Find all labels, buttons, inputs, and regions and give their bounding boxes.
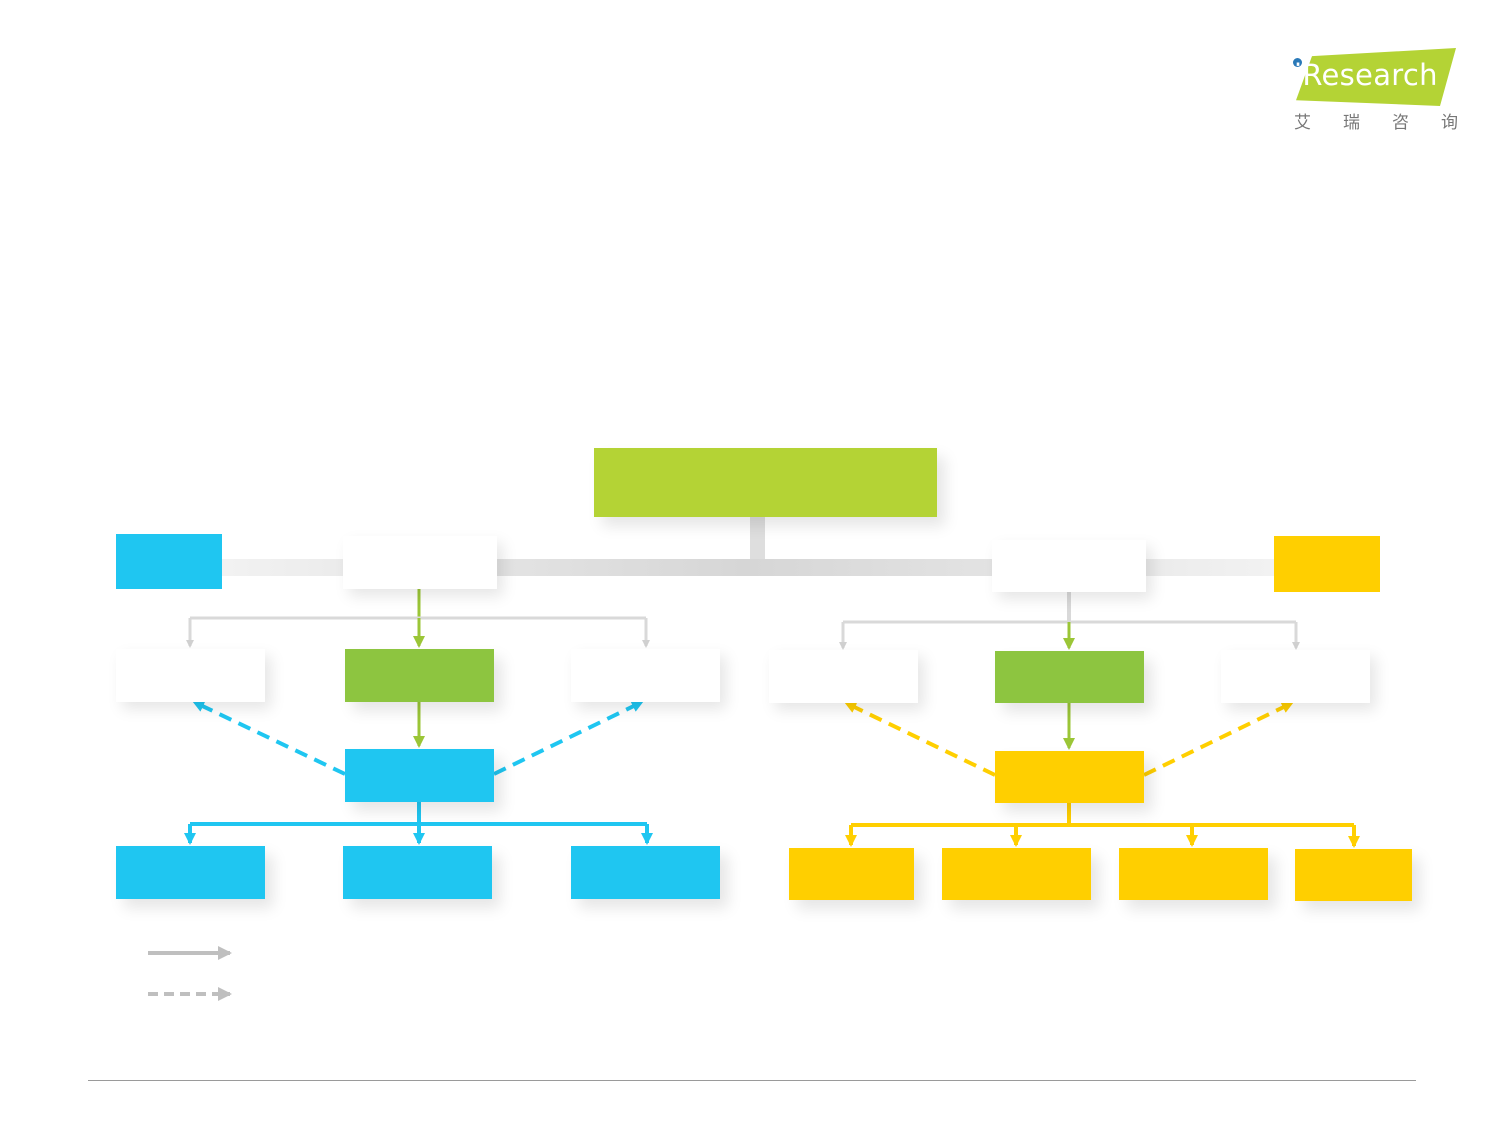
iresearch-logo: iResearch 艾 瑞 咨 询 [1288, 46, 1460, 136]
root-node [594, 448, 937, 517]
logo-dot [1293, 58, 1302, 67]
right-dashed-arrows [844, 701, 1294, 777]
right-output-node [1119, 848, 1268, 900]
left-output-node [571, 846, 720, 899]
right-output-connectors [845, 803, 1360, 848]
left-output-node [343, 846, 492, 899]
left-level1-node [116, 649, 265, 702]
right-hub-node [992, 540, 1146, 592]
right-level1-node [769, 650, 918, 703]
left-side-tag [116, 534, 222, 589]
left-hub-node [343, 536, 497, 589]
left-level1-node [571, 649, 720, 702]
left-output-connectors [184, 802, 653, 845]
logo-subtitle-char: 咨 [1392, 113, 1409, 133]
right-output-node [1295, 849, 1412, 901]
left-dashed-arrows [192, 700, 644, 776]
left-output-node [116, 846, 265, 899]
right-core-node [995, 751, 1144, 803]
logo-text: iResearch [1294, 58, 1438, 92]
legend-dashed-label [246, 984, 446, 1004]
root-trunk [750, 516, 765, 560]
left-hub-connectors [186, 588, 650, 748]
right-output-node [942, 848, 1091, 900]
logo-subtitle-char: 瑞 [1343, 113, 1360, 133]
right-level1-node [1221, 650, 1370, 703]
right-level1-node [995, 651, 1144, 703]
right-output-node [789, 848, 914, 900]
legend-solid-label [246, 943, 446, 963]
footer-divider [88, 1080, 1416, 1081]
left-level1-node [345, 649, 494, 702]
right-side-tag [1274, 536, 1380, 592]
right-hub-connectors [839, 592, 1300, 750]
left-core-node [345, 749, 494, 802]
logo-subtitle-char: 艾 [1294, 113, 1311, 133]
logo-banner [1296, 48, 1456, 106]
logo-subtitle: 艾 瑞 咨 询 [1294, 108, 1458, 133]
logo-subtitle-char: 询 [1441, 113, 1458, 133]
